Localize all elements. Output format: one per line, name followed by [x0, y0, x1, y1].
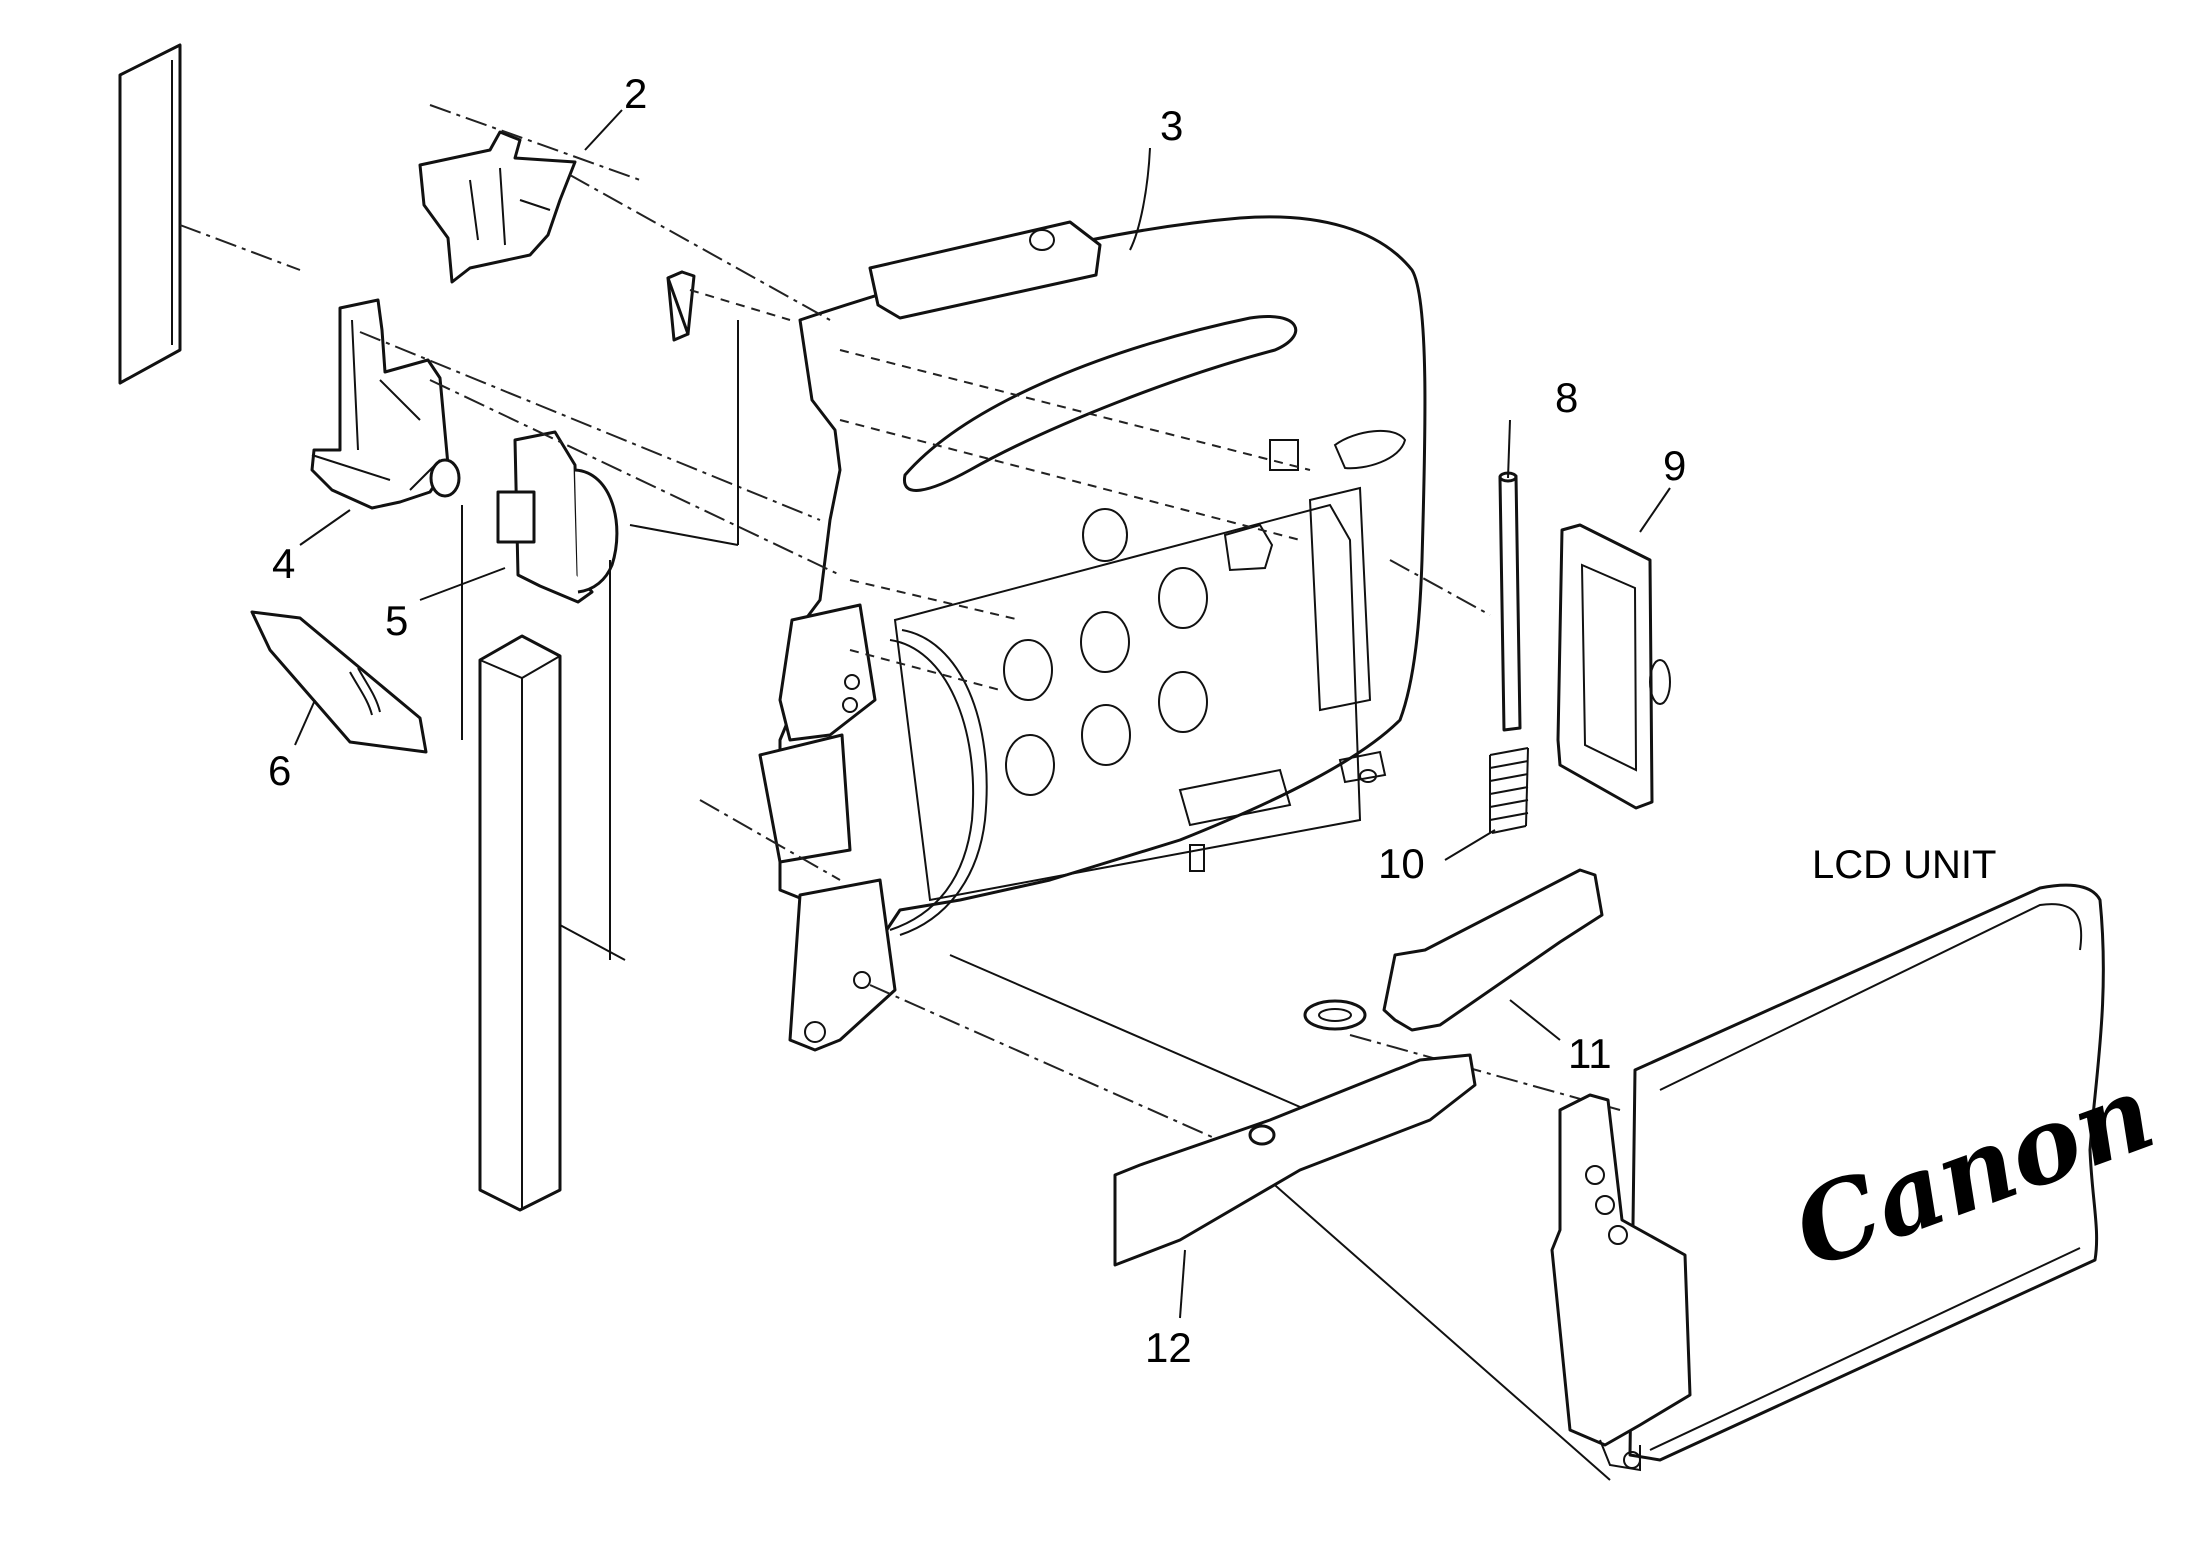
- callout-11: 11: [1568, 1030, 1612, 1077]
- callout-2: 2: [624, 70, 647, 117]
- part-3-main-chassis: [758, 215, 1427, 1052]
- part-2-bracket: [418, 130, 577, 284]
- part-5-board: [496, 430, 619, 604]
- lcd-unit-part: [1550, 883, 2105, 1472]
- callout-12: 12: [1145, 1324, 1192, 1371]
- callout-3: 3: [1160, 102, 1183, 149]
- part-6-flat-cable: [250, 610, 428, 754]
- callout-4: 4: [272, 540, 295, 587]
- callout-10: 10: [1378, 840, 1425, 887]
- callout-5: 5: [385, 597, 408, 644]
- assembly-guide-lines: [179, 104, 1621, 1481]
- part-12-lower-arm: [1113, 1053, 1477, 1267]
- callout-8: 8: [1555, 374, 1578, 421]
- part-10-spring: [1489, 747, 1529, 834]
- lcd-unit-label: LCD UNIT: [1812, 843, 1996, 887]
- part-4-side-bracket: [310, 298, 461, 510]
- small-block-part: [666, 270, 696, 342]
- callout-6: 6: [268, 747, 291, 794]
- label-strip-part: [118, 43, 182, 385]
- part-8-pin: [1498, 471, 1522, 732]
- callout-leaders: [294, 109, 1671, 1319]
- callout-9: 9: [1663, 442, 1686, 489]
- part-11-arm: [1303, 868, 1604, 1032]
- part-9-frame: [1556, 523, 1671, 810]
- foam-pillar-part: [478, 634, 562, 1212]
